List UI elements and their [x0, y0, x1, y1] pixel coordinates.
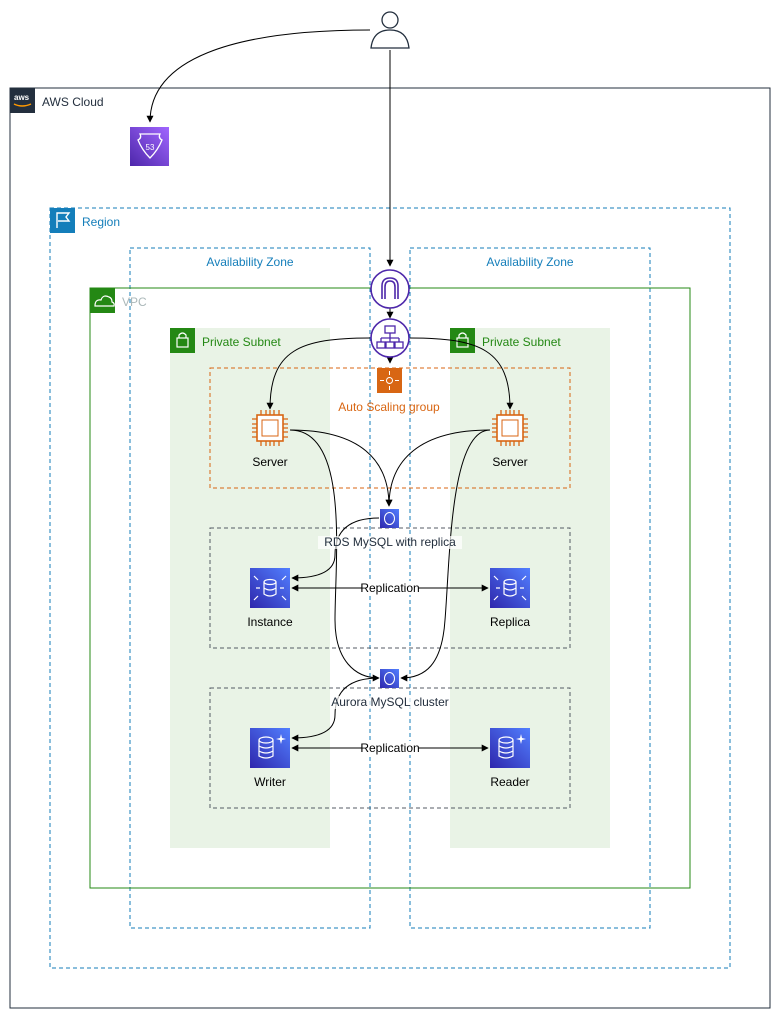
az-left-label: Availability Zone — [206, 255, 293, 269]
rds-group-label: RDS MySQL with replica — [324, 535, 456, 549]
internet-gateway-icon — [370, 269, 410, 309]
server-left-to-rds-edge — [289, 429, 393, 507]
rds-instance-icon — [250, 568, 290, 608]
aws-logo-icon — [10, 88, 35, 113]
aurora-icon — [380, 669, 399, 688]
az-right-label: Availability Zone — [486, 255, 573, 269]
vpc-icon — [90, 288, 115, 313]
aurora-replication-label: Replication — [360, 741, 419, 755]
availability-zone-left: Availability Zone — [129, 247, 371, 929]
server-right-label: Server — [492, 455, 527, 469]
svg-text:53: 53 — [146, 143, 155, 152]
server-right-to-aurora-edge — [400, 429, 491, 682]
region-label: Region — [82, 215, 120, 229]
region-group: Region — [49, 207, 731, 969]
rds-replication-label: Replication — [360, 581, 419, 595]
svg-text:aws: aws — [14, 93, 30, 102]
elb-to-server-right-edge — [409, 337, 514, 410]
auto-scaling-icon — [377, 368, 402, 393]
rds-icon — [380, 509, 399, 528]
ec2-instance-icon-right — [492, 410, 528, 446]
aws-cloud-label: AWS Cloud — [42, 95, 104, 109]
rds-mysql-group — [209, 527, 571, 649]
load-balancer-icon — [370, 318, 410, 358]
rds-replica-icon — [490, 568, 530, 608]
aurora-to-writer-edge — [291, 677, 380, 742]
user-to-route53-edge — [146, 29, 371, 123]
replica-label: Replica — [490, 615, 530, 629]
server-right-to-rds-edge — [385, 429, 491, 507]
user-icon — [370, 11, 410, 49]
route53-icon: 53 — [130, 127, 169, 166]
subnet-lock-icon — [170, 328, 195, 353]
instance-label: Instance — [247, 615, 293, 629]
writer-label: Writer — [254, 775, 286, 789]
vpc-label: VPC — [122, 295, 147, 309]
server-left-label: Server — [252, 455, 287, 469]
aurora-writer-icon — [250, 728, 290, 768]
aurora-reader-icon — [490, 728, 530, 768]
asg-label: Auto Scaling group — [338, 400, 440, 414]
reader-label: Reader — [490, 775, 529, 789]
ec2-instance-icon-left — [252, 410, 288, 446]
subnet-left-label: Private Subnet — [202, 335, 281, 349]
auto-scaling-group: Auto Scaling group — [209, 367, 571, 489]
elb-to-server-left-edge — [266, 337, 371, 410]
rds-to-instance-edge — [291, 517, 380, 582]
server-left-to-aurora-edge — [289, 429, 380, 682]
aurora-mysql-group — [209, 687, 571, 809]
subnet-right-label: Private Subnet — [482, 335, 561, 349]
aurora-group-label: Aurora MySQL cluster — [331, 695, 449, 709]
